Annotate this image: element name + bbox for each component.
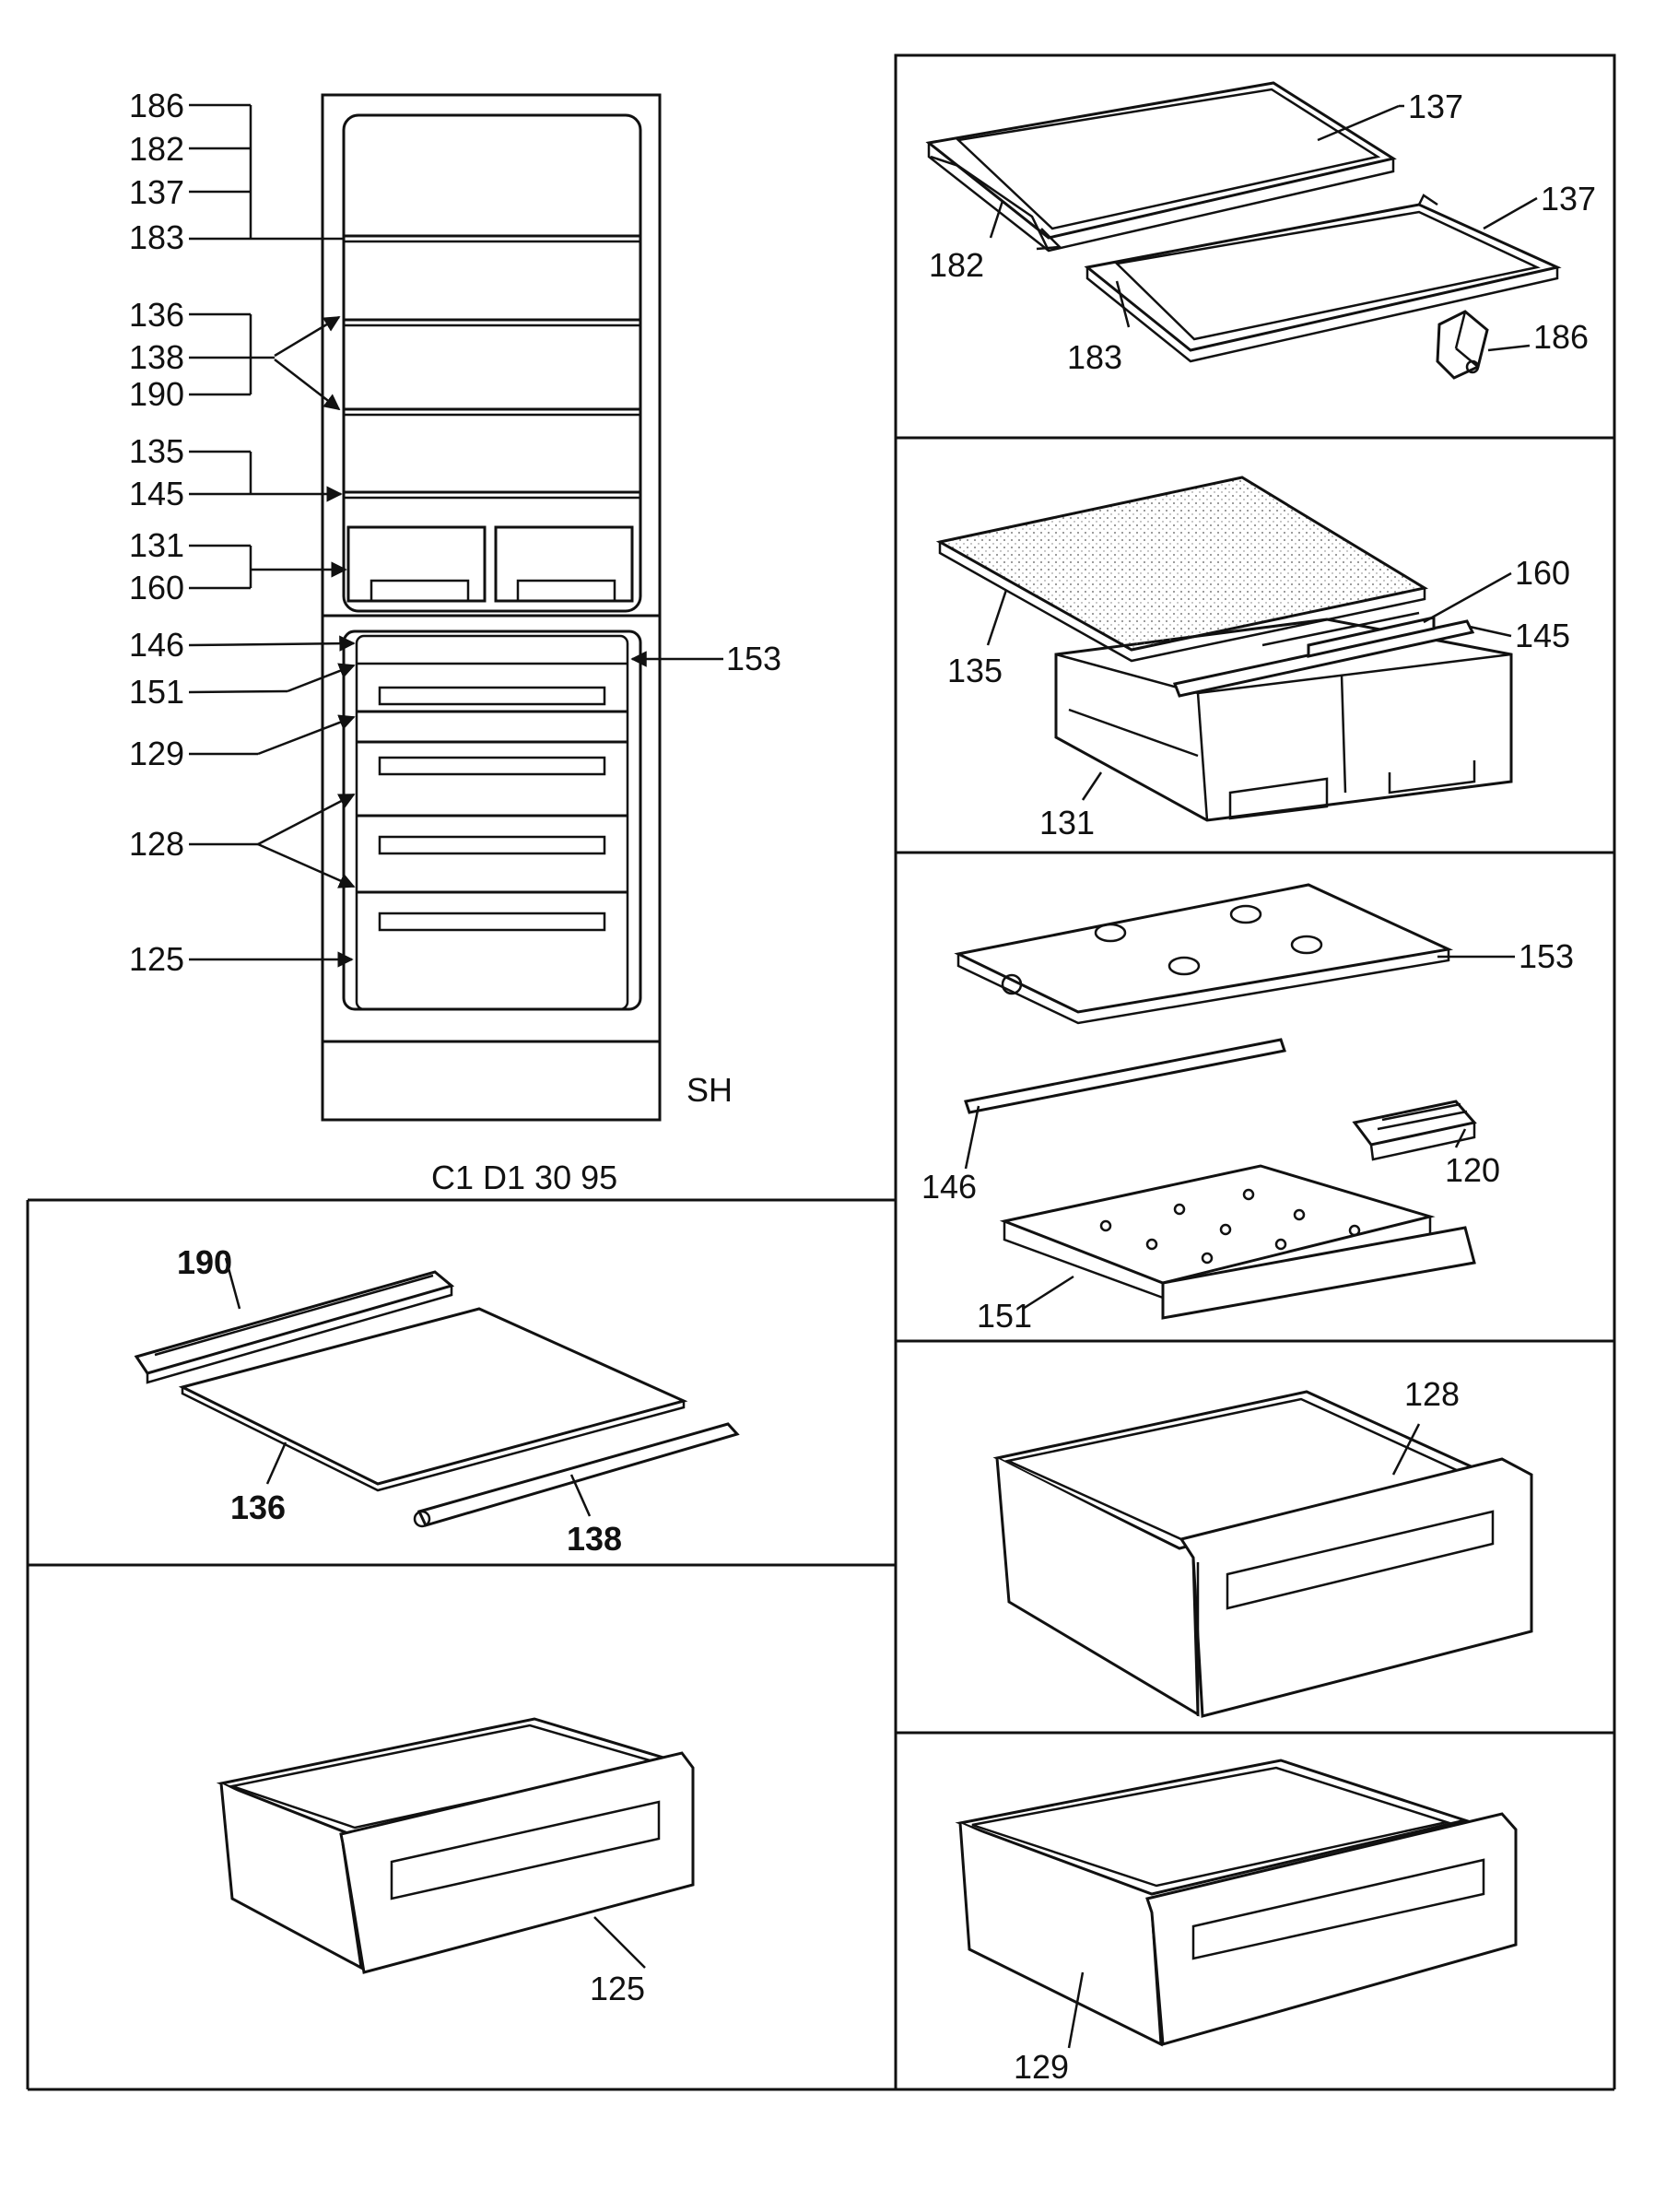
label-190-part: 190 — [177, 1243, 232, 1281]
shelf-182-part — [925, 81, 1397, 253]
fridge-compartment — [342, 113, 642, 613]
tray-151 — [999, 1164, 1476, 1320]
label-182-part: 182 — [929, 246, 984, 284]
label-129: 129 — [129, 735, 184, 772]
label-128-part: 128 — [1404, 1375, 1460, 1413]
label-190: 190 — [129, 375, 184, 413]
label-138-part: 138 — [567, 1520, 622, 1558]
fridge-overview — [321, 93, 662, 1122]
label-131: 131 — [129, 526, 184, 564]
label-151-part: 151 — [977, 1297, 1032, 1335]
label-138: 138 — [129, 338, 184, 376]
model-code: SH — [686, 1071, 733, 1109]
label-125: 125 — [129, 940, 184, 978]
label-146-part: 146 — [921, 1168, 977, 1206]
label-131-part: 131 — [1039, 804, 1095, 841]
panel-drawer-129: 129 — [955, 1759, 1518, 2086]
crisper-right — [494, 525, 634, 603]
label-135: 135 — [129, 432, 184, 470]
label-129-part: 129 — [1014, 2048, 1069, 2086]
panel-shelves-top: 137 137 182 183 186 — [925, 81, 1596, 380]
label-151: 151 — [129, 673, 184, 711]
drawing-code: C1 D1 30 95 — [431, 1159, 617, 1196]
label-125-part: 125 — [590, 1970, 645, 2007]
label-137-upper: 137 — [1408, 88, 1463, 125]
label-136: 136 — [129, 296, 184, 334]
panel-freezer-top: 153 146 120 151 — [921, 883, 1574, 1335]
label-145: 145 — [129, 475, 184, 512]
glass-136 — [178, 1307, 688, 1492]
strip-138 — [413, 1422, 740, 1528]
crisper-box-131 — [1054, 618, 1513, 822]
label-145-part: 145 — [1515, 617, 1570, 654]
fridge-cabinet — [321, 93, 662, 1122]
panel-borders — [26, 53, 1616, 2091]
strip-146 — [964, 1038, 1286, 1114]
label-137: 137 — [129, 173, 184, 211]
label-137-lower: 137 — [1541, 180, 1596, 218]
rail-190 — [134, 1270, 455, 1384]
panel-shelf-glass: 190 136 138 — [134, 1243, 740, 1558]
cover-153 — [954, 883, 1454, 1025]
panel-crisper: 160 145 135 131 — [935, 476, 1570, 841]
label-153-part: 153 — [1519, 937, 1574, 975]
glass-plate-135 — [935, 476, 1429, 663]
label-120-part: 120 — [1445, 1151, 1500, 1189]
label-183: 183 — [129, 218, 184, 256]
panel-drawer-125: 125 — [216, 1717, 695, 2007]
label-182: 182 — [129, 130, 184, 168]
label-160-part: 160 — [1515, 554, 1570, 592]
label-160: 160 — [129, 569, 184, 606]
cover-160 — [1261, 611, 1436, 658]
label-186: 186 — [129, 87, 184, 124]
label-153: 153 — [726, 640, 781, 677]
label-135-part: 135 — [947, 652, 1003, 689]
fridge-labels: 186 182 137 183 136 138 190 135 145 131 … — [129, 87, 781, 1196]
label-186-part: 186 — [1533, 318, 1589, 356]
shelf-183-part — [1084, 194, 1562, 363]
label-136-part: 136 — [230, 1488, 286, 1526]
panel-drawer-128: 128 — [992, 1375, 1533, 1718]
ice-tray-120 — [1352, 1100, 1477, 1161]
crisper-left — [346, 525, 487, 603]
clip-186-part — [1436, 310, 1489, 380]
label-146: 146 — [129, 626, 184, 664]
label-183-part: 183 — [1067, 338, 1122, 376]
label-128: 128 — [129, 825, 184, 863]
